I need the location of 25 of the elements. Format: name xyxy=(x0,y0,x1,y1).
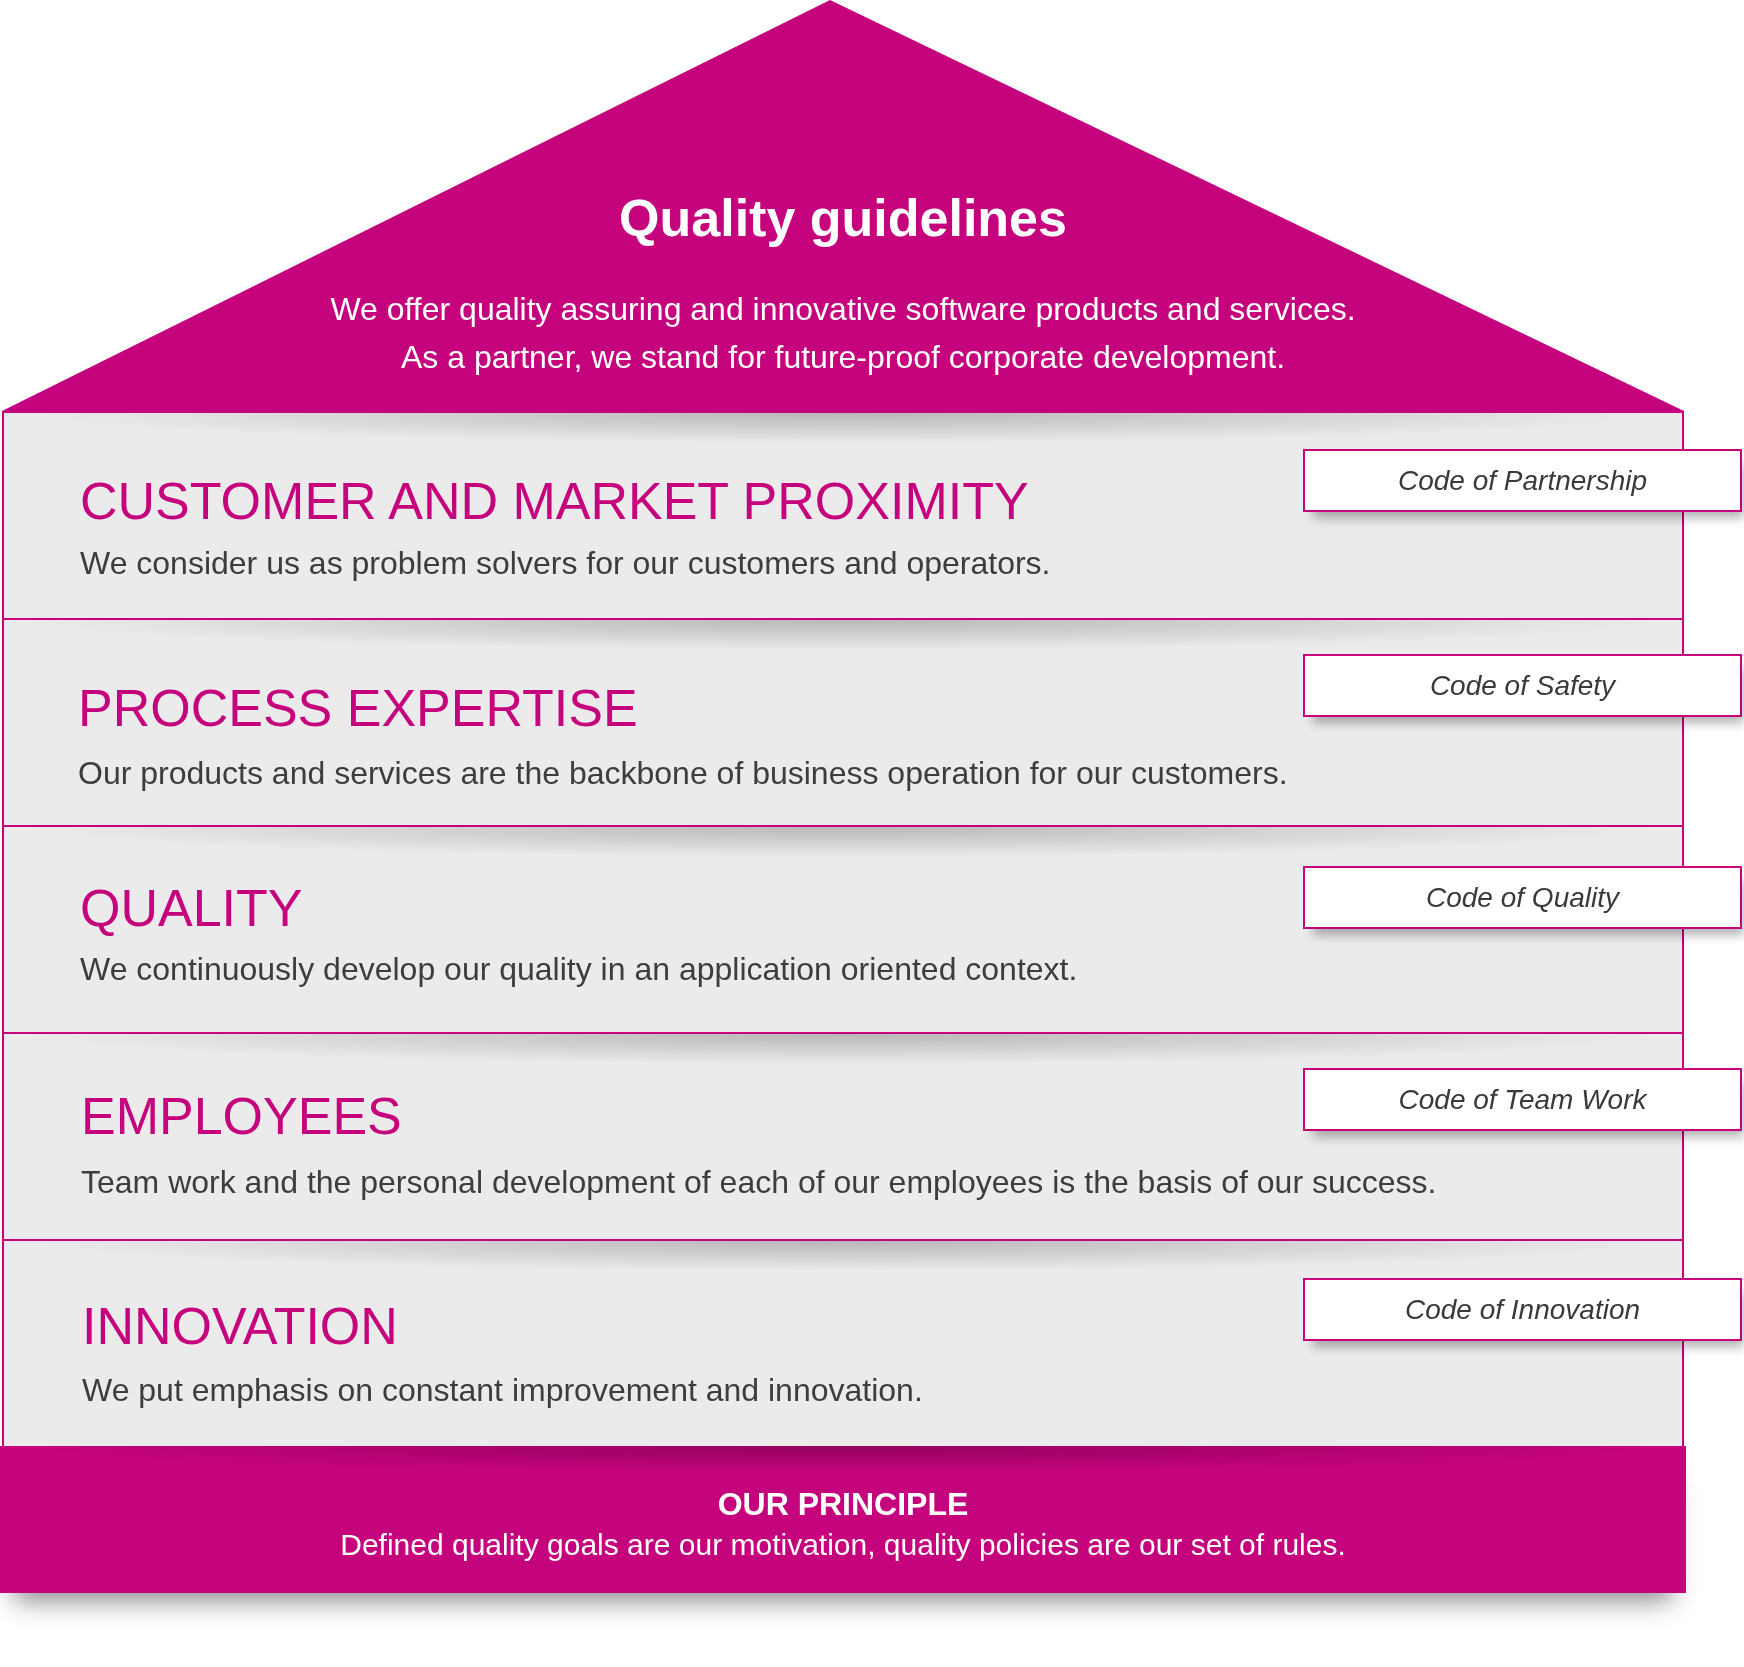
code-tag: Code of Team Work xyxy=(1303,1068,1742,1131)
guideline-heading: PROCESS EXPERTISE xyxy=(78,682,638,734)
principle-band xyxy=(0,1446,1686,1593)
code-tag: Code of Innovation xyxy=(1303,1278,1742,1341)
guideline-heading: CUSTOMER AND MARKET PROXIMITY xyxy=(80,475,1029,527)
guideline-description: Our products and services are the backbone of business operation for our customers. xyxy=(78,757,1288,789)
guideline-heading: QUALITY xyxy=(80,882,303,934)
principle-description: Defined quality goals are our motivation, quality policies are our set of rules. xyxy=(340,1530,1346,1560)
guideline-band xyxy=(2,618,1684,825)
principle-heading: OUR PRINCIPLE xyxy=(717,1488,969,1520)
guideline-band xyxy=(2,1032,1684,1239)
guideline-band xyxy=(2,411,1684,618)
guideline-description: Team work and the personal development of each of our employees is the basis of our success. xyxy=(81,1166,1437,1198)
guideline-description: We put emphasis on constant improvement and innovation. xyxy=(82,1374,923,1406)
guideline-heading: INNOVATION xyxy=(82,1300,398,1352)
code-tag: Code of Quality xyxy=(1303,866,1742,929)
guideline-description: We consider us as problem solvers for our customers and operators. xyxy=(80,547,1051,579)
roof-triangle xyxy=(0,0,1686,411)
roof-description: We offer quality assuring and innovative software products and services. As a partner, we stand for future-proof corporate development. xyxy=(329,290,1357,377)
guideline-band xyxy=(2,825,1684,1032)
guideline-description: We continuously develop our quality in an application oriented context. xyxy=(80,953,1078,985)
code-tag: Code of Partnership xyxy=(1303,449,1742,512)
guideline-heading: EMPLOYEES xyxy=(81,1090,402,1142)
code-tag: Code of Safety xyxy=(1303,654,1742,717)
guideline-band xyxy=(2,1239,1684,1446)
